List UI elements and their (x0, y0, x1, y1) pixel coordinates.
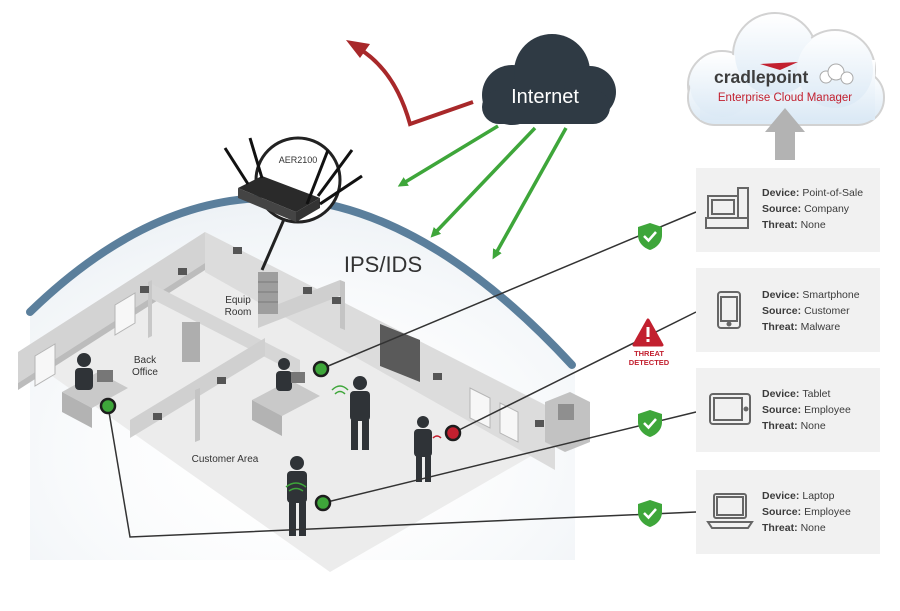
svg-text:Threat:Malware: Threat:Malware (762, 321, 840, 333)
router-model-label: AER2100 (279, 155, 318, 165)
people (75, 353, 432, 536)
shield-icon (638, 223, 662, 250)
equip-room-label-2: Room (225, 307, 252, 318)
person-with-phone (414, 416, 432, 482)
svg-text:Device:Laptop: Device:Laptop (762, 490, 835, 502)
dot-smartphone (444, 424, 462, 442)
upload-arrow-icon (765, 108, 805, 160)
blocked-traffic-arrow (346, 40, 474, 127)
tablet-icon (709, 393, 751, 425)
internet-cloud (482, 34, 616, 125)
laptop-back-office (97, 370, 113, 382)
brand-swoosh (760, 62, 798, 70)
device-panel: Device:Point-of-Sale Source:Company Thre… (696, 168, 880, 252)
svg-text:Source:Employee: Source:Employee (762, 404, 851, 416)
person-with-tablet (287, 456, 307, 536)
svg-text:Device:Tablet: Device:Tablet (762, 388, 830, 400)
svg-text:Threat:None: Threat:None (762, 522, 826, 534)
wifi-icon (285, 482, 307, 492)
wifi-icon (432, 435, 442, 439)
ecm-subtitle: Enterprise Cloud Manager (718, 92, 852, 104)
line-pos (320, 211, 697, 370)
svg-text:Source:Customer: Source:Customer (762, 305, 850, 317)
svg-text:Device:Point-of-Sale: Device:Point-of-Sale (762, 187, 863, 199)
equip-room-label-1: Equip (225, 295, 251, 306)
back-office-label-1: Back (134, 355, 157, 366)
pos-screen (291, 372, 305, 383)
dot-pos (312, 360, 330, 378)
line-tablet (322, 411, 697, 504)
internet-label: Internet (511, 86, 579, 108)
svg-text:Threat:None: Threat:None (762, 219, 826, 231)
smartphone-icon (717, 291, 741, 329)
customer-area-label: Customer Area (192, 454, 259, 465)
ips-ids-label: IPS/IDS (344, 252, 422, 277)
dot-tablet (314, 494, 332, 512)
svg-text:Source:Employee: Source:Employee (762, 506, 851, 518)
allowed-traffic-arrows (397, 124, 568, 260)
floor-plan (18, 232, 590, 572)
shield-icon (638, 500, 662, 527)
device-panel: Device:Tablet Source:Employee Threat:Non… (696, 368, 880, 452)
wifi-icon (331, 385, 349, 395)
threat-label-line2: DETECTED (629, 358, 670, 367)
pos-terminal-icon (705, 187, 749, 229)
back-office-label-2: Office (132, 367, 158, 378)
warning-triangle-icon (632, 318, 664, 347)
person-with-laptop (350, 376, 370, 450)
threat-label-line1: THREAT (634, 349, 664, 358)
device-panel: Device:Smartphone Source:Customer Threat… (696, 268, 880, 352)
person-desk (276, 358, 292, 391)
cloud-icon (819, 63, 854, 85)
router-callout-line (260, 216, 287, 271)
svg-text:Source:Company: Source:Company (762, 203, 850, 215)
dot-laptop (99, 397, 117, 415)
shield-icon (638, 410, 662, 437)
status-dots (99, 360, 462, 512)
router-icon (223, 137, 363, 222)
svg-text:Device:Smartphone: Device:Smartphone (762, 289, 860, 301)
svg-text:Threat:None: Threat:None (762, 420, 826, 432)
laptop-icon (706, 493, 754, 529)
device-panel: Device:Laptop Source:Employee Threat:Non… (696, 470, 880, 554)
ecm-brand: cradlepoint (714, 67, 808, 87)
line-laptop (107, 405, 697, 538)
person-back-office (75, 353, 93, 390)
